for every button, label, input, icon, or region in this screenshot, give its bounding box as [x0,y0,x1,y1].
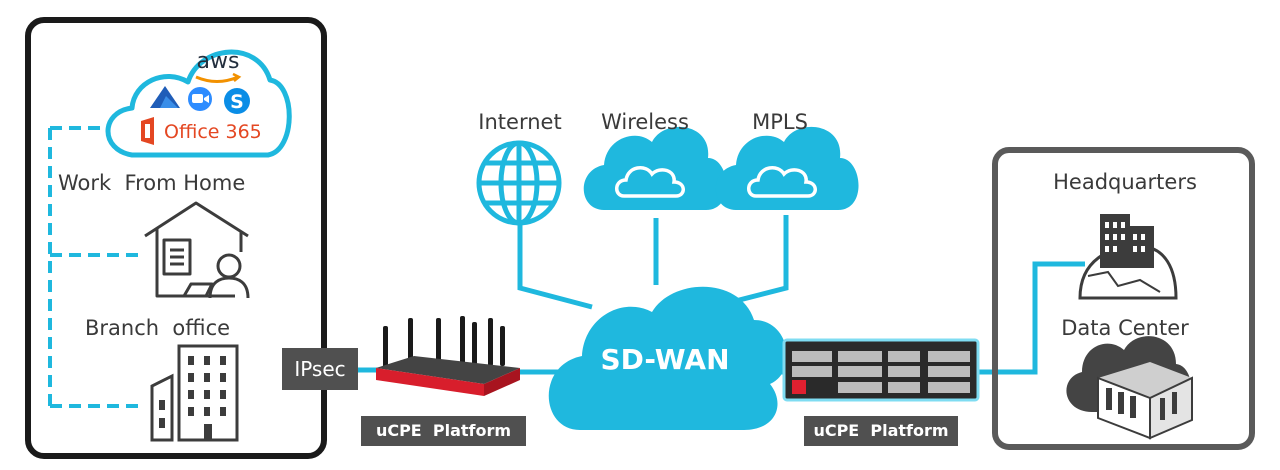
dashed-connector [48,126,142,408]
mpls-label: MPLS [752,110,808,134]
rack-appliance-icon [782,338,980,402]
headquarters-icon [1078,214,1178,300]
branch-building-icon [150,344,239,442]
home-office-icon [144,201,250,299]
wireless-cloud-icon [583,126,727,210]
aws-label: aws [196,49,240,74]
svg-text:S: S [230,91,244,113]
headquarters-label: Headquarters [1053,170,1197,194]
office365-label: Office 365 [164,121,262,143]
branch-office-label: Branch office [85,316,231,340]
globe-icon [476,140,562,226]
zoom-icon [188,87,212,111]
data-center-icon [1066,336,1193,440]
ipsec-label: IPsec [282,348,358,390]
sdwan-label: SD-WAN [600,343,730,376]
ucpe-platform-right-label: uCPE Platform [804,416,958,446]
remote-sites-panel [25,17,327,459]
work-from-home-label: Work From Home [58,171,246,195]
internet-label: Internet [478,110,562,134]
router-device-icon [376,316,520,396]
mpls-cloud-icon [715,126,859,210]
office-icon [141,117,154,145]
ucpe-platform-left-label: uCPE Platform [361,416,526,446]
data-center-label: Data Center [1061,316,1189,340]
skype-icon: S [224,88,250,114]
sdwan-cloud [548,286,787,430]
cloud-apps-icon: S [105,49,292,158]
wireless-label: Wireless [601,110,689,134]
hq-panel [992,147,1255,450]
